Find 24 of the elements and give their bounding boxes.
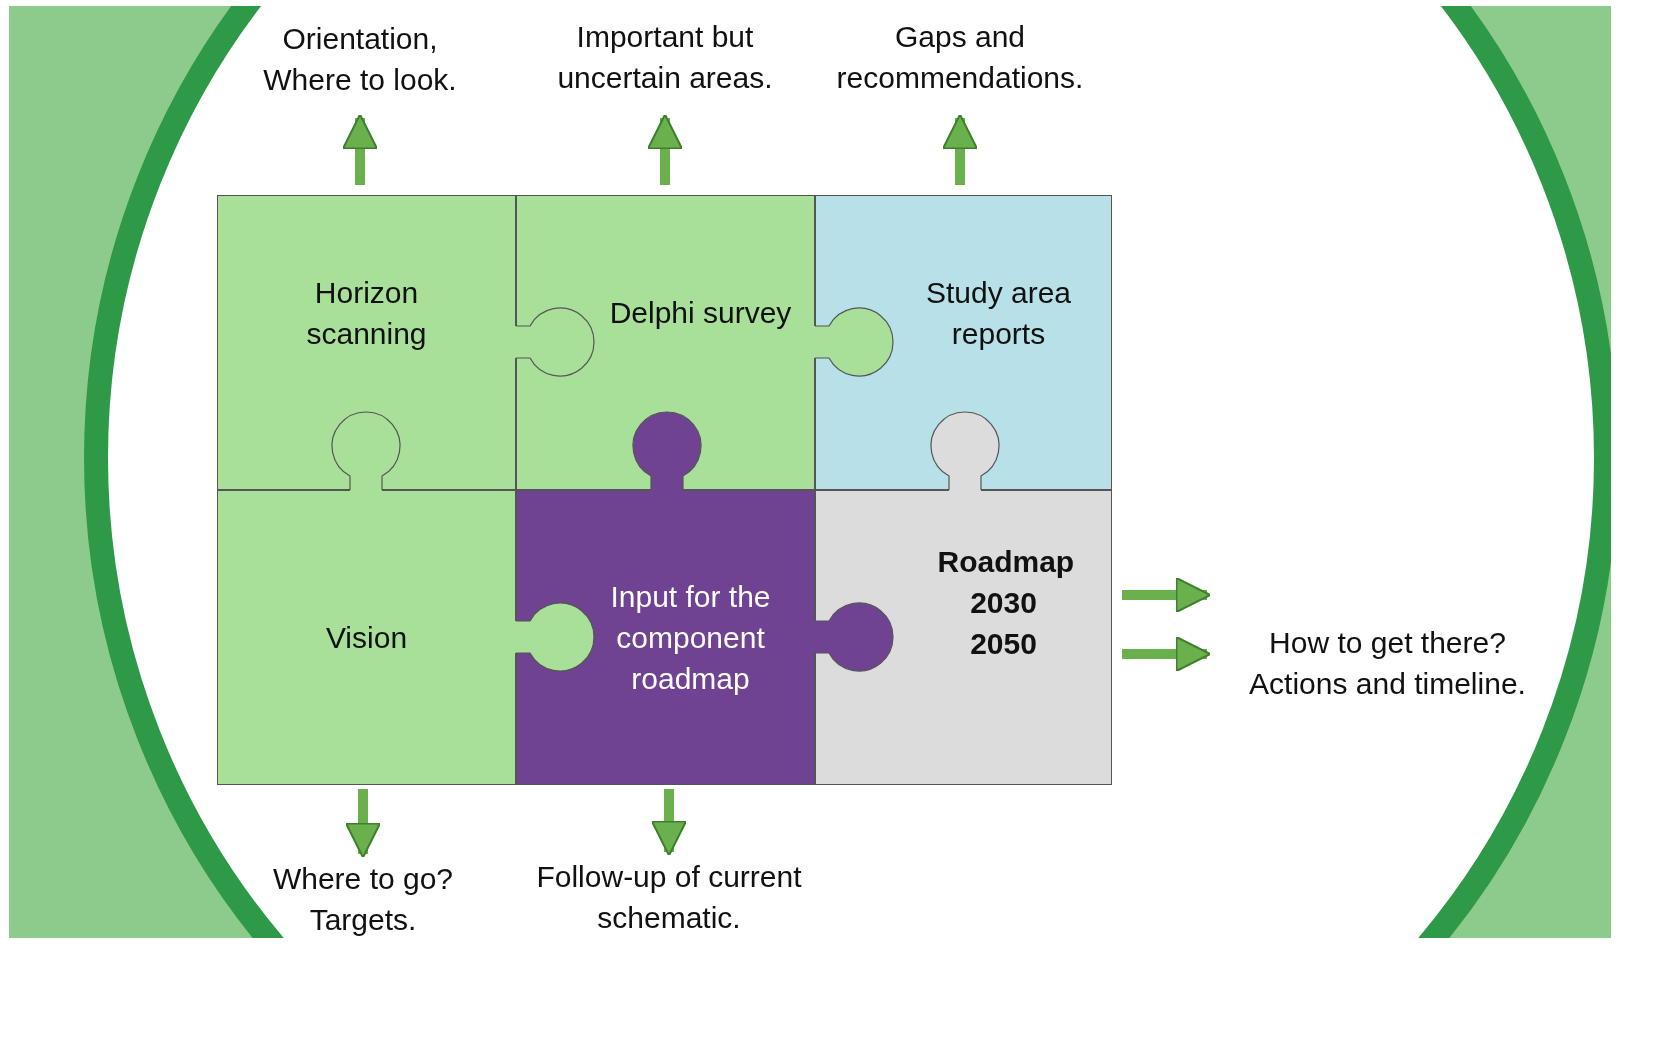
arrow [942,113,978,185]
puzzle-piece [217,490,516,785]
piece-label: Study area reports [924,274,1073,352]
outcome-text: Where to go? Targets. [271,861,455,938]
arrow [647,113,683,185]
puzzle-piece [815,195,1112,490]
arrow [1122,636,1212,672]
puzzle-piece [217,195,516,490]
puzzle-piece [815,490,1112,785]
puzzle-piece [516,490,815,785]
piece-label: Input for the component roadmap [609,579,772,697]
outcome-text: Orientation, Where to look. [262,21,458,98]
arrow [651,789,687,857]
outcome-text: Gaps and recommendations. [835,19,1085,96]
outcome-text: Important but uncertain areas. [556,19,774,96]
outcome-text: How to get there? Actions and timeline. [1248,624,1527,702]
arrow [345,789,381,859]
outcome-text: Follow-up of current schematic. [535,859,803,936]
piece-label: Vision [325,620,408,656]
piece-label: Horizon scanning [305,274,428,352]
puzzle-piece [516,195,815,490]
arrow [1122,577,1212,613]
piece-label: Delphi survey [609,295,792,331]
arrow [342,113,378,185]
